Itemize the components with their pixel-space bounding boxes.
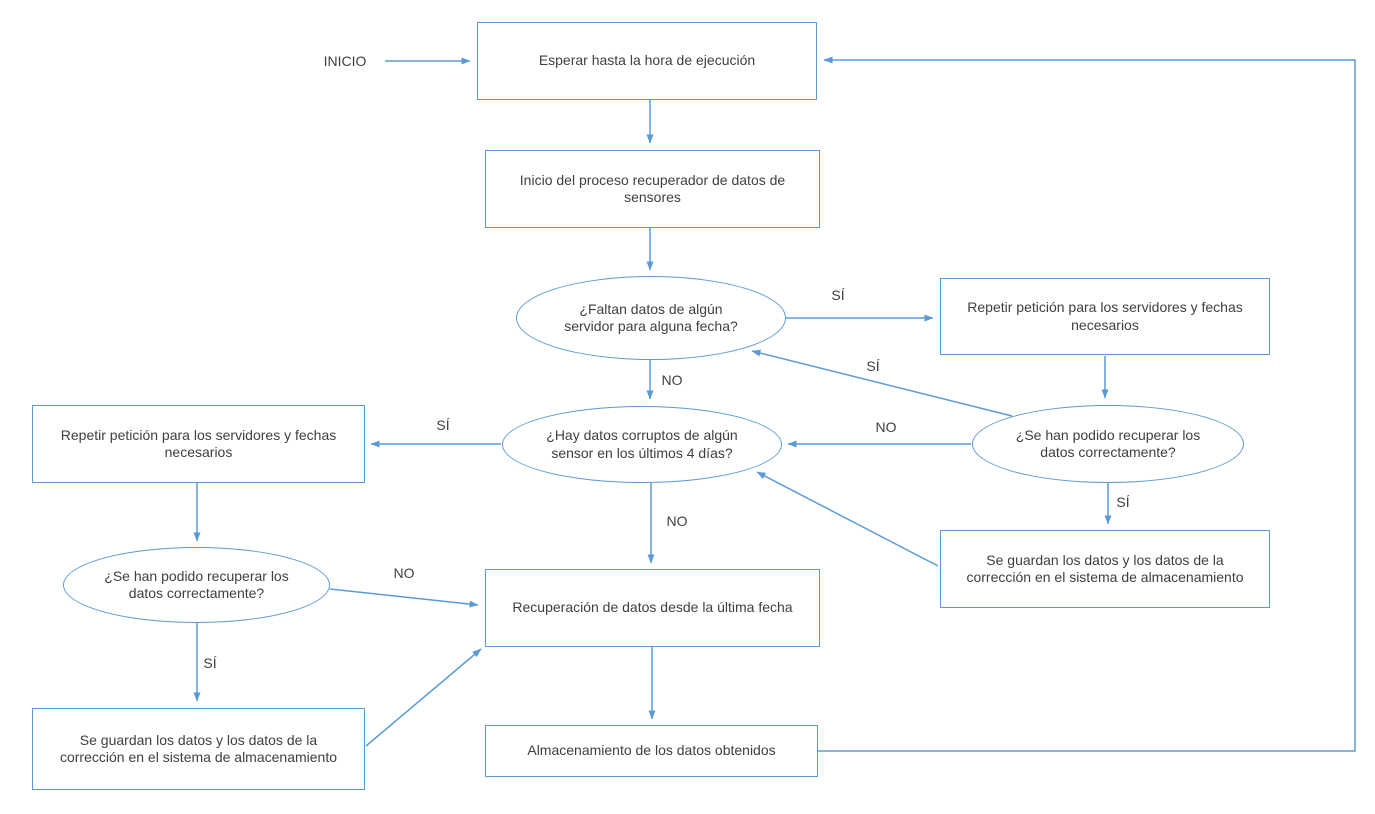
node-recuperacion-ultima-fecha-label: Recuperación de datos desde la última fe… [512,599,793,616]
node-guardan-datos-left-label: Se guardan los datos y los datos de la c… [59,731,338,765]
node-decision-datos-corruptos-label: ¿Hay datos corruptos de algún sensor en … [546,427,738,461]
node-esperar-ejecucion: Esperar hasta la hora de ejecución [477,22,817,100]
label-si-recuperar-faltan: SÍ [866,358,880,374]
node-esperar-ejecucion-label: Esperar hasta la hora de ejecución [538,52,756,69]
edge-recuperar-left-to-recuperacion-no [329,588,479,608]
node-decision-faltan-datos-label: ¿Faltan datos de algún servidor para alg… [564,300,738,334]
edge-guardan-left-to-recuperacion [365,648,482,747]
node-decision-recuperar-left-label: ¿Se han podido recuperar los datos corre… [104,567,289,601]
label-no-recuperar-corruptos: NO [875,419,897,435]
edge-guardan-right-to-corruptos [756,471,939,567]
node-repetir-peticion-right-label: Repetir petición para los servidores y f… [967,299,1243,333]
edge-recuperar-right-to-faltan-si [751,349,1013,417]
node-repetir-peticion-left-label: Repetir petición para los servidores y f… [60,426,337,460]
node-repetir-peticion-right: Repetir petición para los servidores y f… [940,278,1270,355]
start-label-inicio: INICIO [323,53,367,69]
node-inicio-proceso-label: Inicio del proceso recuperador de datos … [519,171,786,205]
node-almacenamiento-datos-label: Almacenamiento de los datos obtenidos [527,742,776,759]
node-guardan-datos-left: Se guardan los datos y los datos de la c… [32,708,365,790]
label-si-corruptos-repetir: SÍ [436,417,450,433]
label-no-faltan-corruptos: NO [661,372,683,388]
label-no-corruptos-recuperacion: NO [666,513,688,529]
edge-almacenamiento-to-esperar-loop [818,56,1356,752]
node-decision-recuperar-right: ¿Se han podido recuperar los datos corre… [972,405,1244,483]
label-no-recuperar-left: NO [393,565,415,581]
node-decision-recuperar-left: ¿Se han podido recuperar los datos corre… [63,547,330,623]
node-decision-faltan-datos: ¿Faltan datos de algún servidor para alg… [516,276,786,360]
label-si-recuperar-guardan-left: SÍ [203,655,217,671]
node-guardan-datos-right: Se guardan los datos y los datos de la c… [940,530,1270,608]
node-repetir-peticion-left: Repetir petición para los servidores y f… [32,405,365,483]
node-decision-recuperar-right-label: ¿Se han podido recuperar los datos corre… [1015,426,1201,460]
node-decision-datos-corruptos: ¿Hay datos corruptos de algún sensor en … [502,406,782,483]
node-guardan-datos-right-label: Se guardan los datos y los datos de la c… [966,551,1244,585]
node-almacenamiento-datos: Almacenamiento de los datos obtenidos [485,725,818,777]
node-inicio-proceso: Inicio del proceso recuperador de datos … [485,150,820,228]
node-recuperacion-ultima-fecha: Recuperación de datos desde la última fe… [485,569,820,647]
label-si-faltan-repetir: SÍ [831,287,845,303]
label-si-recuperar-guardan: SÍ [1116,494,1130,510]
